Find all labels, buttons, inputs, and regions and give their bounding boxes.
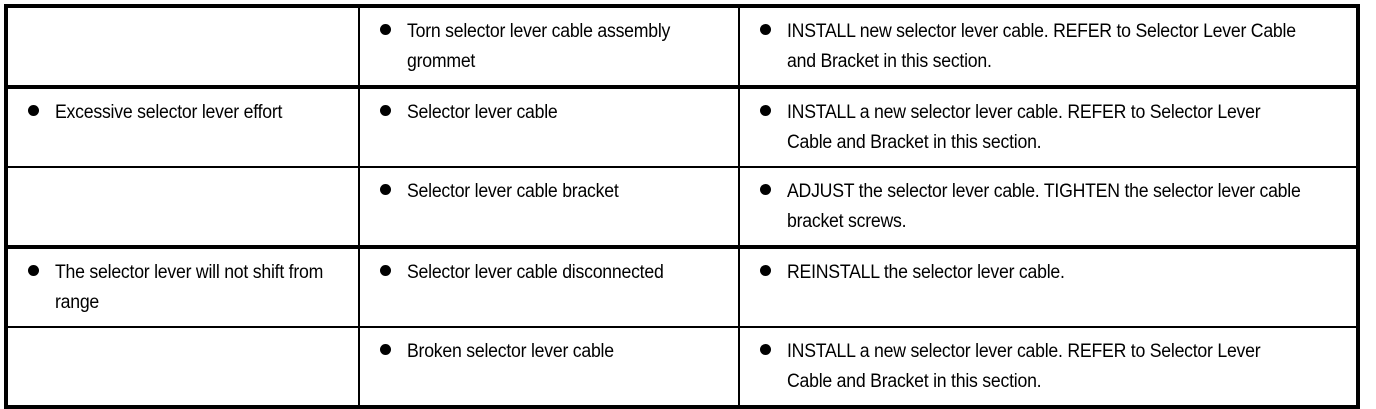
bulleted-item: ADJUST the selector lever cable. TIGHTEN… xyxy=(740,168,1356,245)
bulleted-item: Broken selector lever cable xyxy=(360,328,738,401)
cell-action: INSTALL a new selector lever cable. REFE… xyxy=(738,326,1360,409)
empty-condition-cell xyxy=(8,328,358,401)
cell-action: INSTALL new selector lever cable. REFER … xyxy=(738,4,1360,88)
cell-source: Torn selector lever cable assembly gromm… xyxy=(358,4,740,88)
cell-condition xyxy=(4,166,360,248)
cell-source: Selector lever cable disconnected xyxy=(358,245,740,328)
condition-text: The selector lever will not shift from r… xyxy=(55,262,324,313)
cell-condition: The selector lever will not shift from r… xyxy=(4,245,360,328)
bullet-icon xyxy=(380,184,391,195)
bullet-icon xyxy=(760,24,771,35)
cell-action: INSTALL a new selector lever cable. REFE… xyxy=(738,85,1360,168)
source-text: Selector lever cable xyxy=(407,102,558,123)
table-row: The selector lever will not shift from r… xyxy=(4,245,1360,328)
empty-condition-cell xyxy=(8,8,358,66)
condition-text: Excessive selector lever effort xyxy=(55,102,283,123)
source-text: Torn selector lever cable assembly gromm… xyxy=(407,21,671,72)
bullet-icon xyxy=(28,265,39,276)
bullet-icon xyxy=(28,105,39,116)
bullet-icon xyxy=(380,265,391,276)
bulleted-item: Selector lever cable xyxy=(360,89,738,162)
cell-source: Selector lever cable xyxy=(358,85,740,168)
cell-action: REINSTALL the selector lever cable. xyxy=(738,245,1360,328)
bulleted-item: REINSTALL the selector lever cable. xyxy=(740,249,1356,317)
cell-condition xyxy=(4,4,360,88)
source-text: Selector lever cable disconnected xyxy=(407,262,664,283)
bulleted-item: INSTALL new selector lever cable. REFER … xyxy=(740,8,1356,85)
bullet-icon xyxy=(760,344,771,355)
bullet-icon xyxy=(380,105,391,116)
bulleted-item: Selector lever cable bracket xyxy=(360,168,738,236)
table-row: Broken selector lever cable INSTALL a ne… xyxy=(4,326,1360,409)
action-text: INSTALL a new selector lever cable. REFE… xyxy=(787,341,1261,392)
bulleted-item: INSTALL a new selector lever cable. REFE… xyxy=(740,328,1356,405)
table-row: Selector lever cable bracket ADJUST the … xyxy=(4,166,1360,248)
action-text: INSTALL new selector lever cable. REFER … xyxy=(787,21,1296,72)
cell-condition: Excessive selector lever effort xyxy=(4,85,360,168)
bullet-icon xyxy=(760,105,771,116)
bulleted-item: Torn selector lever cable assembly gromm… xyxy=(360,8,738,85)
table-row: Excessive selector lever effort Selector… xyxy=(4,85,1360,168)
source-text: Selector lever cable bracket xyxy=(407,181,619,202)
empty-condition-cell xyxy=(8,168,358,236)
bulleted-item: Selector lever cable disconnected xyxy=(360,249,738,317)
cell-source: Broken selector lever cable xyxy=(358,326,740,409)
bullet-icon xyxy=(760,265,771,276)
cell-source: Selector lever cable bracket xyxy=(358,166,740,248)
bullet-icon xyxy=(380,24,391,35)
bullet-icon xyxy=(380,344,391,355)
action-text: ADJUST the selector lever cable. TIGHTEN… xyxy=(787,181,1301,232)
bulleted-item: Excessive selector lever effort xyxy=(8,89,358,162)
table-row: Torn selector lever cable assembly gromm… xyxy=(4,4,1360,88)
bulleted-item: The selector lever will not shift from r… xyxy=(8,249,358,326)
action-text: REINSTALL the selector lever cable. xyxy=(787,262,1065,283)
action-text: INSTALL a new selector lever cable. REFE… xyxy=(787,102,1261,153)
table-body: Torn selector lever cable assembly gromm… xyxy=(4,4,1360,409)
source-text: Broken selector lever cable xyxy=(407,341,614,362)
cell-condition xyxy=(4,326,360,409)
bulleted-item: INSTALL a new selector lever cable. REFE… xyxy=(740,89,1356,166)
diagnosis-table: Torn selector lever cable assembly gromm… xyxy=(4,4,1360,409)
cell-action: ADJUST the selector lever cable. TIGHTEN… xyxy=(738,166,1360,248)
bullet-icon xyxy=(760,184,771,195)
